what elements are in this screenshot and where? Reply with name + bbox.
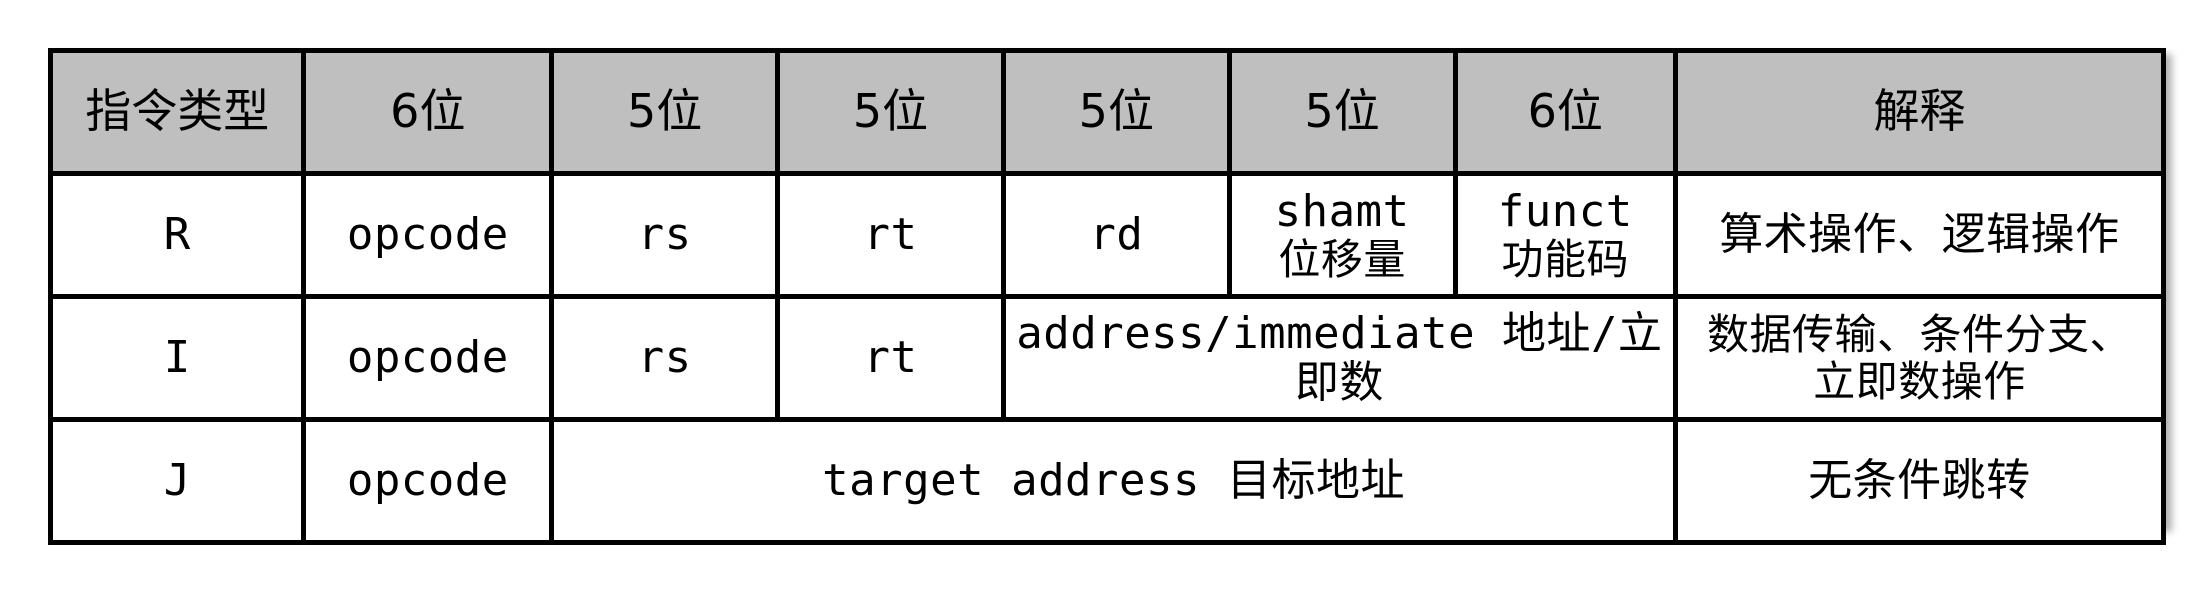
cell-r-funct: funct 功能码: [1452, 171, 1678, 299]
cell-i-immediate: address/immediate 地址/立即数: [1000, 294, 1678, 422]
header-cell-bits6a: 6位: [301, 48, 555, 176]
cell-i-opcode: opcode: [301, 294, 555, 422]
cell-j-explain: 无条件跳转: [1672, 417, 2167, 545]
shamt-label-en: shamt: [1274, 185, 1410, 237]
header-cell-bits6b: 6位: [1452, 48, 1678, 176]
shamt-label-zh: 位移量: [1278, 235, 1406, 285]
table-row-r-type: R opcode rs rt rd shamt 位移量 funct 功能码: [47, 171, 2167, 299]
cell-r-rd: rd: [1000, 171, 1232, 299]
table-row-i-type: I opcode rs rt address/immediate 地址/立即数 …: [47, 294, 2167, 422]
mips-instruction-format-table: 指令类型 6位 5位 5位 5位 5位 6位 解释 R opcode rs rt…: [47, 48, 2167, 545]
cell-r-shamt: shamt 位移量: [1226, 171, 1458, 299]
funct-stack: funct 功能码: [1464, 185, 1667, 285]
cell-j-type: J: [47, 417, 307, 545]
cell-r-rt: rt: [775, 171, 1006, 299]
header-cell-bits5c: 5位: [1000, 48, 1232, 176]
cell-j-target: target address 目标地址: [549, 417, 1678, 545]
cell-i-type: I: [47, 294, 307, 422]
shamt-stack: shamt 位移量: [1238, 185, 1447, 285]
header-cell-bits5a: 5位: [549, 48, 781, 176]
table-row-j-type: J opcode target address 目标地址 无条件跳转: [47, 417, 2167, 545]
i-explain-line2: 立即数操作: [1813, 357, 2026, 406]
header-cell-type: 指令类型: [47, 48, 307, 176]
header-cell-bits5b: 5位: [775, 48, 1006, 176]
cell-j-opcode: opcode: [301, 417, 555, 545]
table-header-row: 指令类型 6位 5位 5位 5位 5位 6位 解释: [47, 48, 2167, 176]
cell-i-explain: 数据传输、条件分支、 立即数操作: [1672, 294, 2167, 422]
cell-r-opcode: opcode: [301, 171, 555, 299]
cell-r-type: R: [47, 171, 307, 299]
instruction-format-figure: 指令类型 6位 5位 5位 5位 5位 6位 解释 R opcode rs rt…: [47, 48, 2167, 545]
i-explain-stack: 数据传输、条件分支、 立即数操作: [1684, 311, 2155, 405]
funct-label-zh: 功能码: [1501, 235, 1629, 285]
cell-r-explain: 算术操作、逻辑操作: [1672, 171, 2167, 299]
header-cell-explain: 解释: [1672, 48, 2167, 176]
cell-r-rs: rs: [549, 171, 781, 299]
header-cell-bits5d: 5位: [1226, 48, 1458, 176]
funct-label-en: funct: [1497, 185, 1633, 237]
cell-i-rs: rs: [549, 294, 781, 422]
i-explain-line1: 数据传输、条件分支、: [1706, 309, 2132, 359]
cell-i-rt: rt: [775, 294, 1006, 422]
